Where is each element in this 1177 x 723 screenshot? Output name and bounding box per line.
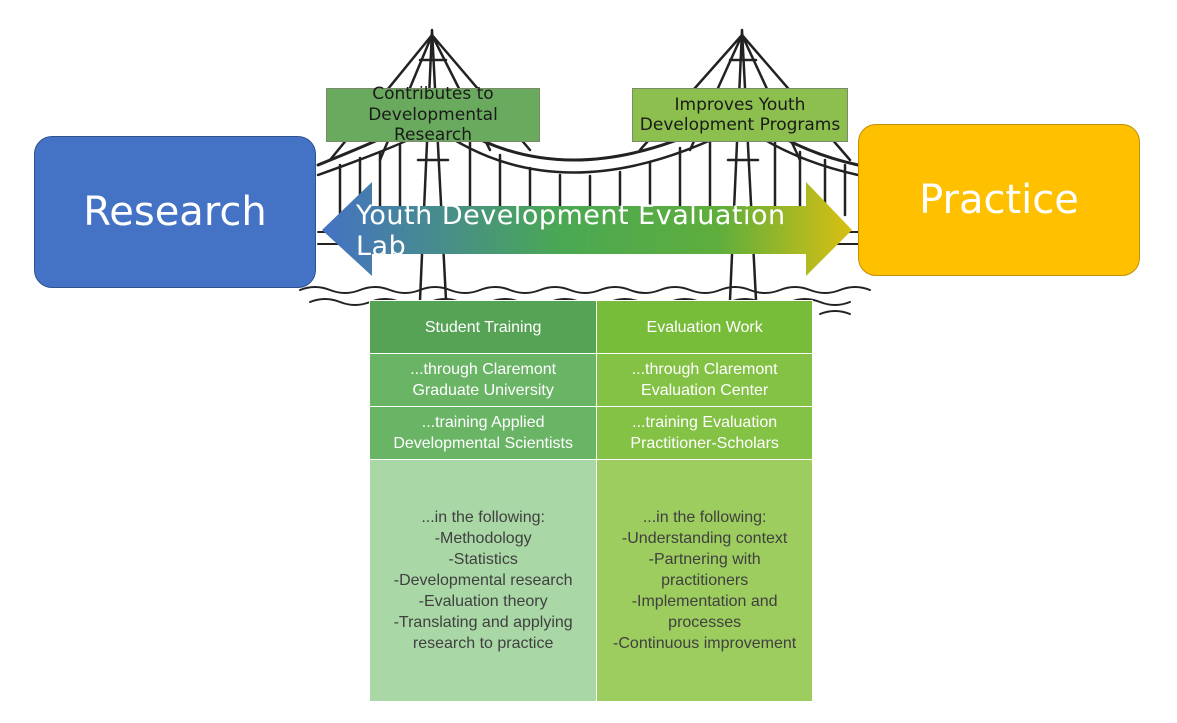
header-student-training: Student Training	[368, 300, 598, 354]
cell-training-eps: ...training Evaluation Practitioner-Scho…	[596, 406, 813, 460]
cell-evaluation-details: ...in the following: -Understanding cont…	[596, 459, 813, 702]
detail-line: -Developmental research	[393, 572, 573, 589]
detail-line: -Methodology	[434, 530, 532, 547]
detail-line: -Implementation and processes	[631, 593, 778, 631]
detail-line: -Partnering with practitioners	[648, 551, 761, 589]
cell-through-cec: ...through Claremont Evaluation Center	[596, 353, 813, 407]
cell-student-details: ...in the following: -Methodology -Stati…	[368, 459, 598, 702]
detail-line: -Statistics	[448, 551, 518, 568]
training-evaluation-table: Student Training Evaluation Work ...thro…	[368, 300, 813, 702]
detail-line: -Translating and applying research to pr…	[393, 614, 573, 652]
practice-node: Practice	[858, 124, 1140, 276]
arrow-label: Youth Development Evaluation Lab	[356, 200, 786, 262]
research-node: Research	[34, 136, 316, 288]
improves-label: Improves Youth Development Programs	[632, 88, 848, 142]
cell-through-cgu: ...through Claremont Graduate University	[368, 353, 598, 407]
detail-line: ...in the following:	[642, 509, 767, 526]
double-arrow	[322, 182, 852, 276]
detail-line: -Continuous improvement	[613, 635, 797, 652]
contributes-label: Contributes to Developmental Research	[326, 84, 540, 145]
cell-training-ads: ...training Applied Developmental Scient…	[368, 406, 598, 460]
detail-line: -Evaluation theory	[418, 593, 548, 610]
detail-line: ...in the following:	[421, 509, 545, 526]
header-evaluation-work: Evaluation Work	[596, 300, 813, 354]
detail-line: -Understanding context	[621, 530, 788, 547]
